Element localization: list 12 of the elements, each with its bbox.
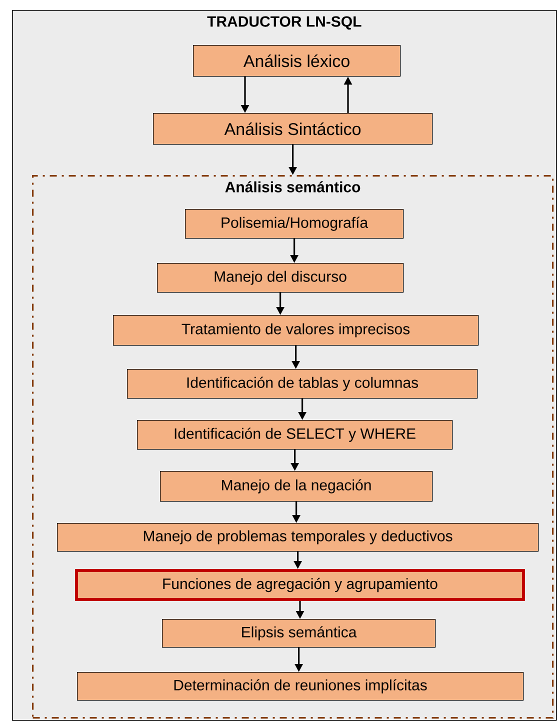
process-box: Identificación de tablas y columnas <box>127 369 478 399</box>
process-box: Polisemia/Homografía <box>185 209 404 239</box>
process-box: Elipsis semántica <box>162 619 436 648</box>
process-box: Manejo del discurso <box>157 263 404 293</box>
process-box: Análisis Sintáctico <box>153 113 433 145</box>
process-box: Determinación de reuniones implícitas <box>77 672 524 701</box>
process-box: Análisis léxico <box>193 45 401 77</box>
process-box: Manejo de la negación <box>160 471 433 502</box>
process-box: Identificación de SELECT y WHERE <box>137 420 453 450</box>
process-box: Funciones de agregación y agrupamiento <box>75 569 525 601</box>
process-box: Manejo de problemas temporales y deductivos <box>57 523 539 552</box>
process-box: Tratamiento de valores imprecisos <box>113 315 479 346</box>
